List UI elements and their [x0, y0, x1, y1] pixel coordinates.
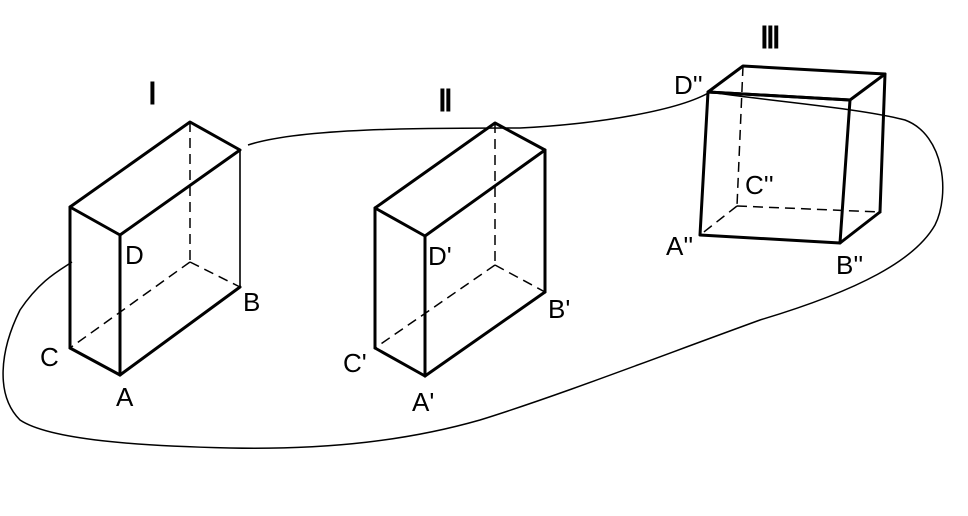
block-3-hidden-edge — [699, 205, 738, 236]
label-C-double-prime: C'' — [745, 170, 774, 200]
block-2-numeral: Ⅱ — [438, 85, 453, 118]
block-2-top-face — [373, 121, 547, 238]
block-2-edge — [373, 346, 427, 378]
block-3-hidden-edge — [736, 65, 744, 207]
block-3-edge — [878, 72, 887, 214]
block-3: Ⅲ D'' C'' A'' B'' — [666, 22, 887, 280]
label-A-prime: A' — [412, 387, 434, 417]
block-2-edge — [423, 290, 547, 378]
block-1-top-face — [68, 120, 242, 237]
plane-outline — [2, 91, 944, 449]
block-3-hidden-edge — [736, 205, 881, 213]
block-1-numeral: Ⅰ — [148, 78, 157, 111]
label-D-double-prime: D'' — [674, 70, 703, 100]
label-B: B — [243, 287, 260, 317]
label-B-double-prime: B'' — [836, 250, 863, 280]
block-1: Ⅰ D B C A — [40, 78, 260, 412]
label-B-prime: B' — [548, 294, 570, 324]
label-C-prime: C' — [343, 348, 367, 378]
label-A: A — [116, 382, 134, 412]
block-2-hidden-edge — [494, 264, 546, 293]
block-2-hidden-edge — [374, 264, 496, 349]
label-A-double-prime: A'' — [666, 231, 693, 261]
block-3-numeral: Ⅲ — [760, 22, 781, 55]
block-1-edge — [68, 346, 122, 377]
label-C: C — [40, 342, 59, 372]
label-D: D — [125, 240, 144, 270]
block-1-hidden-edge — [189, 261, 241, 288]
label-D-prime: D' — [428, 241, 452, 271]
block-1-hidden-edge — [69, 261, 191, 349]
block-3-edge — [838, 210, 882, 245]
block-1-edge — [118, 285, 242, 377]
block-2: Ⅱ D' B' C' A' — [343, 85, 570, 417]
block-3-front-face — [698, 90, 852, 245]
